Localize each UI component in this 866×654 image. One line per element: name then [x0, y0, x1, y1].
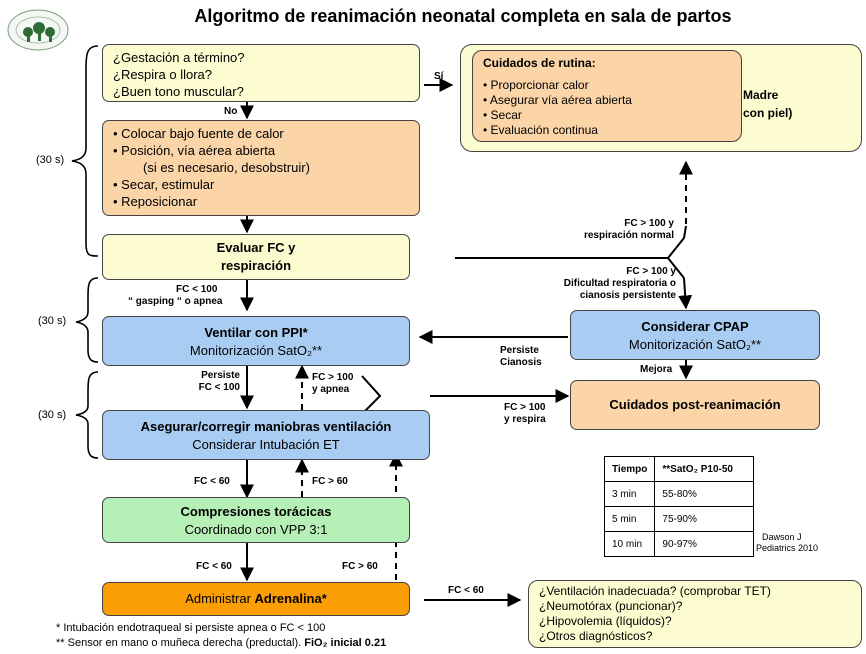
label-fc-lt-60: FC < 60 — [196, 561, 232, 572]
branch-label-no: No — [224, 106, 238, 117]
compressions-title: Compresiones torácicas — [180, 504, 332, 519]
cpap-title: Considerar CPAP — [641, 319, 749, 334]
page-title: Algoritmo de reanimación neonatal comple… — [194, 6, 732, 26]
differential-diagnosis-box: ¿Ventilación inadecuada? (comprobar TET)… — [528, 580, 862, 648]
differential-item: ¿Otros diagnósticos? — [539, 629, 653, 643]
label-persiste-fc: Persiste FC < 100 — [198, 370, 240, 393]
table-cell: 75-90% — [654, 506, 755, 532]
table-cell: 10 min — [603, 531, 656, 557]
branch-label-si: Sí — [434, 71, 444, 82]
differential-item: ¿Neumotórax (puncionar)? — [539, 599, 683, 613]
table-row: 3 min 55-80% — [603, 481, 755, 507]
evaluate-line: respiración — [220, 258, 292, 273]
label-gasping: “ gasping “ o apnea — [128, 296, 223, 307]
routine-care-item: • Asegurar vía aérea abierta — [483, 93, 632, 107]
adrenaline-drug: Adrenalina* — [254, 591, 327, 606]
label-persiste-cianosis: Persiste Cianosis — [500, 345, 542, 368]
table-row: 5 min 75-90% — [603, 506, 755, 532]
label-fc-gt-100-respira: FC > 100 y respira — [504, 402, 546, 425]
ventilate-subtitle: Monitorización SatO₂** — [189, 343, 323, 358]
initial-step: • Posición, vía aérea abierta — [113, 143, 276, 158]
label-fc-lt-60: FC < 60 — [194, 476, 230, 487]
routine-care-title: Cuidados de rutina: — [483, 56, 596, 70]
label-mejora: Mejora — [640, 364, 673, 375]
label-fc-lt-60: FC < 60 — [448, 585, 484, 596]
initial-step: (si es necesario, desobstruir) — [143, 160, 310, 175]
label-fc-gt-100-apnea: FC > 100 y apnea — [312, 372, 354, 395]
routine-care-item: • Proporcionar calor — [483, 78, 589, 92]
cpap-box: Considerar CPAP Monitorización SatO₂** — [570, 310, 820, 360]
adrenaline-box: Administrar Adrenalina* — [102, 582, 410, 616]
routine-care-item: • Secar — [483, 108, 522, 122]
footnote-sensor: ** Sensor en mano o muñeca derecha (pred… — [56, 637, 387, 649]
evaluate-line: Evaluar FC y — [216, 240, 296, 255]
cpap-subtitle: Monitorización SatO₂** — [628, 337, 762, 352]
routine-care-item: • Evaluación continua — [483, 123, 598, 137]
initial-assessment-box: ¿Gestación a término? ¿Respira o llora? … — [102, 44, 420, 102]
table-cell: 5 min — [603, 506, 656, 532]
time-label-30s: (30 s) — [38, 315, 67, 327]
assessment-question: ¿Gestación a término? — [113, 50, 245, 65]
differential-item: ¿Hipovolemia (líquidos)? — [539, 614, 672, 628]
ensure-ventilation-box: Asegurar/corregir maniobras ventilación … — [102, 410, 430, 460]
table-header: Tiempo — [603, 456, 656, 482]
differential-item: ¿Ventilación inadecuada? (comprobar TET) — [539, 584, 771, 598]
table-cell: 90-97% — [654, 531, 755, 557]
compressions-subtitle: Coordinado con VPP 3:1 — [184, 522, 328, 537]
ventilate-ppi-box: Ventilar con PPI* Monitorización SatO₂** — [102, 316, 410, 366]
label-fc-gt-100-difficulty: FC > 100 y Dificultad respiratoria o cia… — [563, 266, 676, 301]
assessment-question: ¿Respira o llora? — [113, 67, 212, 82]
initial-steps-box: • Colocar bajo fuente de calor • Posició… — [102, 120, 420, 216]
citation: Dawson J Pediatrics 2010 — [756, 532, 819, 553]
routine-care-box: Cuidados de rutina: • Proporcionar calor… — [472, 50, 742, 142]
mother-skin-text-2: con piel) — [743, 106, 793, 120]
label-fc-gt-60: FC > 60 — [312, 476, 348, 487]
footnote-intubation: * Intubación endotraqueal si persiste ap… — [56, 622, 326, 634]
time-label-30s: (30 s) — [36, 154, 65, 166]
table-header-row: Tiempo **SatO₂ P10-50 — [603, 456, 755, 482]
initial-step: • Reposicionar — [113, 194, 198, 209]
mother-skin-text-1: Madre — [743, 88, 779, 102]
ventilate-title: Ventilar con PPI* — [204, 325, 308, 340]
ensure-title: Asegurar/corregir maniobras ventilación — [140, 419, 392, 434]
evaluate-box: Evaluar FC y respiración — [102, 234, 410, 280]
post-resuscitation-box: Cuidados post-reanimación — [570, 380, 820, 430]
society-logo — [6, 8, 70, 52]
initial-step: • Colocar bajo fuente de calor — [113, 126, 284, 141]
table-header: **SatO₂ P10-50 — [654, 456, 755, 482]
time-label-30s: (30 s) — [38, 409, 67, 421]
ensure-subtitle: Considerar Intubación ET — [192, 437, 340, 452]
label-fc-gt-60: FC > 60 — [342, 561, 378, 572]
chest-compressions-box: Compresiones torácicas Coordinado con VP… — [102, 497, 410, 543]
table-cell: 3 min — [603, 481, 656, 507]
sato2-reference-table: Tiempo **SatO₂ P10-50 3 min 55-80% 5 min… — [603, 456, 755, 557]
label-fc-gt-100-normal: FC > 100 y respiración normal — [583, 218, 674, 241]
label-fc-lt-100: FC < 100 — [176, 284, 218, 295]
initial-step: • Secar, estimular — [113, 177, 215, 192]
table-cell: 55-80% — [654, 481, 755, 507]
table-row: 10 min 90-97% — [603, 531, 755, 557]
post-care-title: Cuidados post-reanimación — [609, 397, 781, 412]
assessment-question: ¿Buen tono muscular? — [113, 84, 244, 99]
